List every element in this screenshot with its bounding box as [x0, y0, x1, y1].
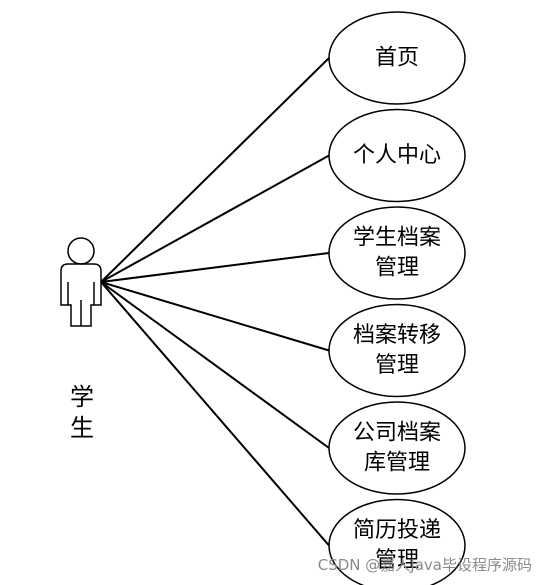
association-line	[100, 57, 330, 283]
actor-body	[60, 263, 102, 327]
use-case-label: 公司档案	[353, 421, 441, 446]
watermark-text: CSDN @嘉人Java毕设程序源码	[317, 556, 532, 574]
use-case-label: 简历投递	[353, 518, 441, 543]
association-line	[100, 281, 330, 547]
association-lines	[100, 57, 330, 547]
actor-label-line-1: 学	[70, 383, 94, 411]
use-case-label: 首页	[375, 46, 419, 71]
use-case-ellipse	[328, 11, 466, 105]
use-case-label: 档案转移	[353, 323, 441, 348]
use-case-label: 管理	[375, 353, 419, 378]
use-case-ellipse	[328, 108, 466, 203]
use-case-label: 管理	[375, 548, 419, 573]
use-case-ellipse	[328, 303, 466, 398]
use-case-ellipse	[328, 498, 466, 585]
use-case-ellipse	[328, 401, 466, 495]
association-line	[100, 281, 330, 449]
use-case-label: 学生档案	[353, 226, 441, 251]
use-case-ellipse	[328, 206, 466, 300]
use-case-label: 库管理	[364, 451, 430, 476]
association-line	[100, 154, 330, 283]
use-case-label: 管理	[375, 256, 419, 281]
student-actor	[60, 237, 102, 327]
actor-label-line-2: 生	[70, 414, 94, 442]
actor-head	[67, 237, 95, 265]
use-case-label: 个人中心	[353, 143, 441, 168]
association-line	[100, 281, 330, 352]
association-line	[100, 252, 330, 283]
